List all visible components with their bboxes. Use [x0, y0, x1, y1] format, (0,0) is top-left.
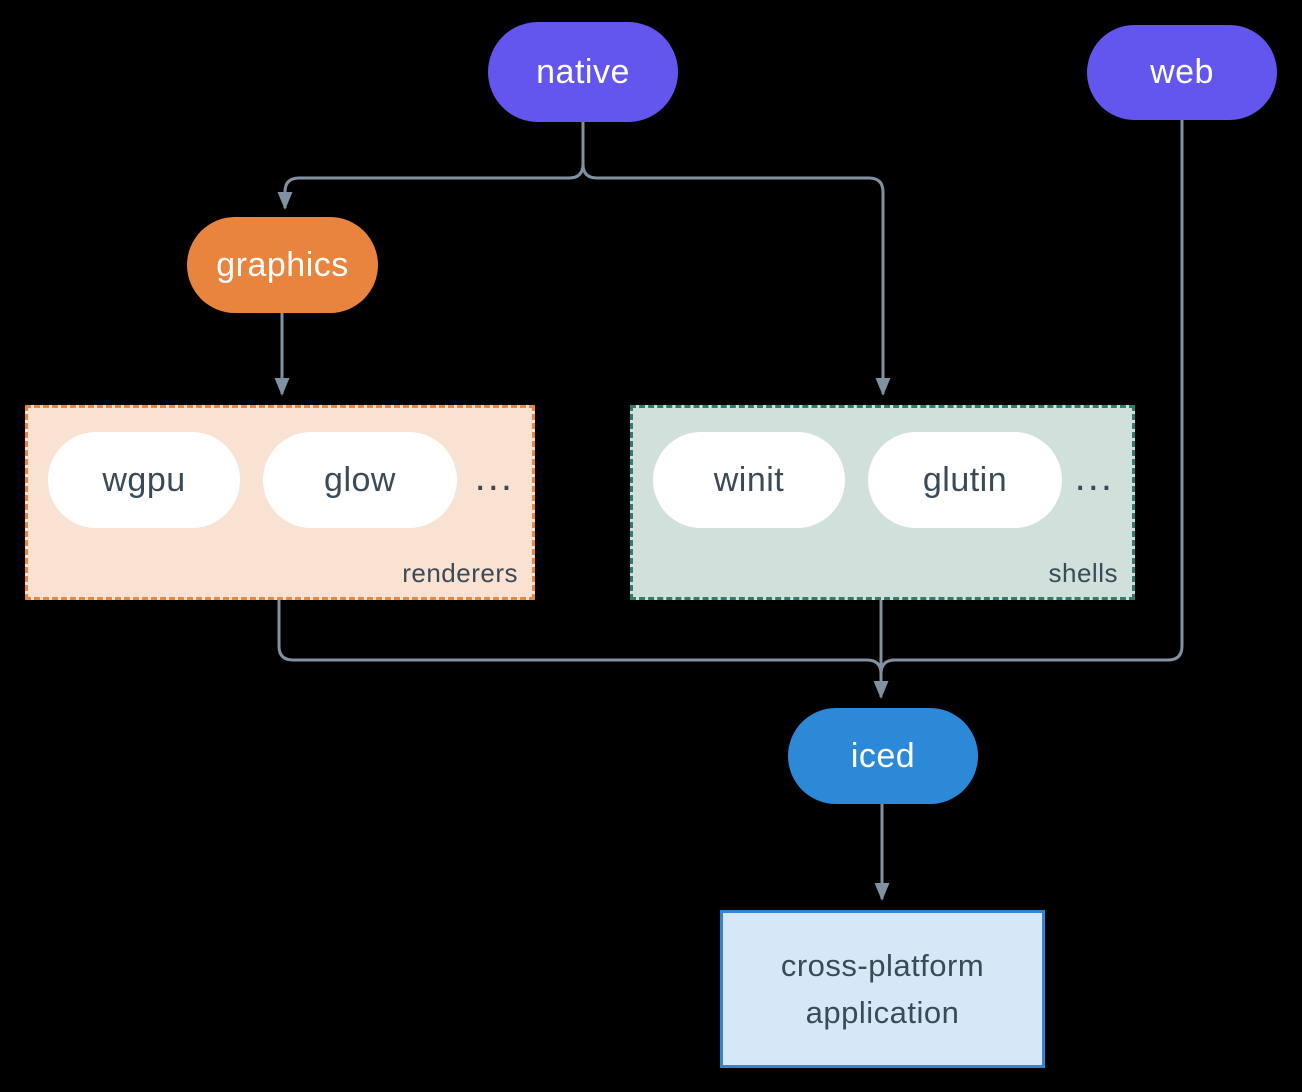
- node-glutin-label: glutin: [922, 460, 1008, 499]
- node-glow-label: glow: [324, 460, 396, 499]
- node-glutin: glutin: [868, 432, 1062, 528]
- group-shells: winit glutin ... shells: [630, 405, 1135, 600]
- renderers-ellipsis: ...: [474, 455, 514, 499]
- edge-web-to-merge: [879, 120, 1184, 688]
- node-winit-label: winit: [713, 460, 785, 499]
- node-iced-label: iced: [850, 736, 916, 775]
- node-graphics: graphics: [187, 217, 378, 313]
- node-winit: winit: [653, 432, 845, 528]
- node-glow: glow: [263, 432, 457, 528]
- node-web-label: web: [1150, 53, 1214, 91]
- edge-native-to-shells: [581, 122, 891, 396]
- node-web: web: [1087, 25, 1277, 120]
- node-iced: iced: [788, 708, 978, 804]
- node-native-label: native: [536, 52, 630, 91]
- group-renderers: wgpu glow ... renderers: [25, 405, 535, 600]
- node-cross-platform-application: cross-platform application: [720, 910, 1045, 1068]
- node-wgpu-label: wgpu: [102, 460, 186, 499]
- shells-group-label: shells: [1048, 558, 1118, 588]
- shells-ellipsis: ...: [1074, 455, 1114, 499]
- edge-renderers-to-merge: [277, 600, 883, 688]
- renderers-group-label: renderers: [402, 558, 518, 588]
- node-wgpu: wgpu: [48, 432, 240, 528]
- node-native: native: [488, 22, 678, 122]
- edge-native-to-graphics: [277, 122, 585, 210]
- application-label-line2: application: [805, 995, 960, 1030]
- node-graphics-label: graphics: [216, 245, 349, 284]
- application-label-line1: cross-platform: [780, 948, 985, 983]
